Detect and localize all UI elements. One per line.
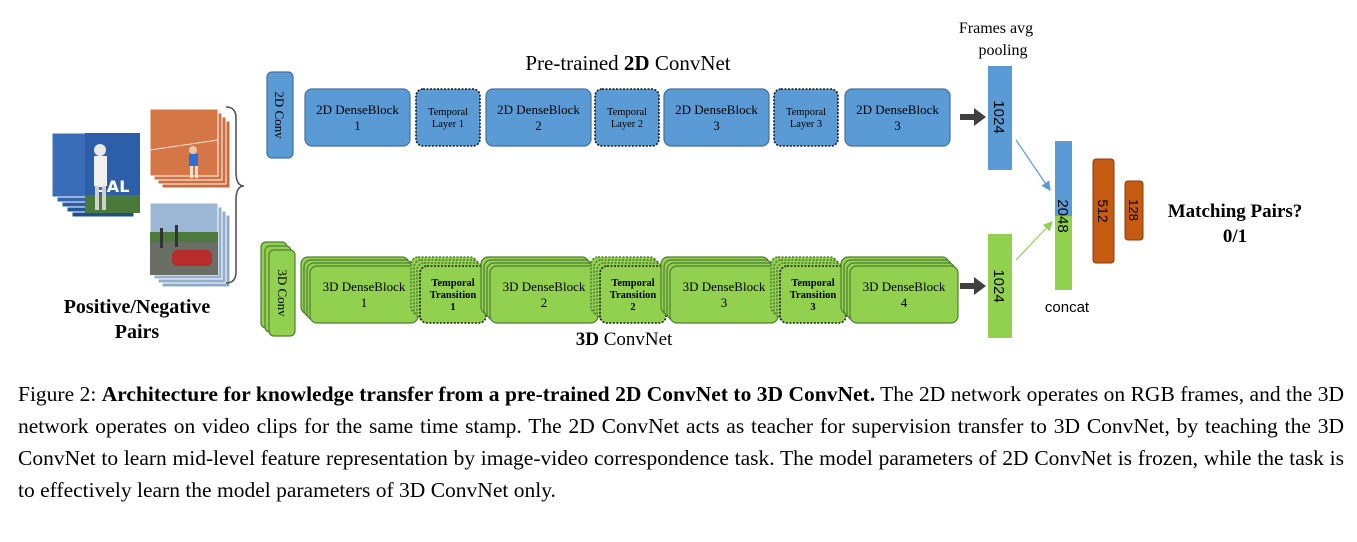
- row3d-block-4-label-1: Temporal: [611, 278, 654, 289]
- row2d-block-4-label-1: Temporal: [607, 107, 647, 118]
- row3d-block-1-label-1: 3D DenseBlock: [323, 279, 406, 294]
- row2d-block-1-label-1: 2D DenseBlock: [316, 102, 399, 117]
- concat-value: 2048: [1054, 199, 1071, 232]
- street-frames-stack: [149, 202, 231, 288]
- frames-avg-pooling-label-2: pooling: [979, 42, 1028, 59]
- arrow-pool2d-to-concat: [1015, 139, 1051, 191]
- row2d-block-4-label-2: Layer 2: [611, 119, 643, 130]
- row3d-block-6-label-2: Transition: [790, 290, 837, 301]
- row3d-block-4-label-3: 2: [630, 302, 635, 313]
- conv3d-layer: 3D Conv: [260, 241, 296, 337]
- row3d-block-3-label-2: 2: [541, 295, 548, 310]
- architecture-diagram: Pre-trained 2D ConvNet 3D ConvNet Frames…: [51, 20, 1303, 350]
- row3d-block-6-label-1: Temporal: [791, 278, 834, 289]
- pool-3d-label: 1024: [990, 269, 1007, 302]
- row3d-block-5-label-1: 3D DenseBlock: [683, 279, 766, 294]
- row3d-block-4-label-2: Transition: [610, 290, 657, 301]
- row3d-block-6-label-3: 3: [810, 302, 815, 313]
- arrow-pool3d-to-concat: [1015, 221, 1053, 261]
- row2d-block-5-label-1: 2D DenseBlock: [675, 102, 758, 117]
- row2d-block-2-label-2: Layer 1: [432, 119, 464, 130]
- title-3d-convnet: 3D ConvNet: [576, 329, 673, 350]
- input-label-line1: Positive/Negative: [64, 296, 211, 318]
- caption-bold-title: Architecture for knowledge transfer from…: [101, 382, 876, 406]
- row3d-block-3-label-1: 3D DenseBlock: [503, 279, 586, 294]
- frames-avg-pooling-label-1: Frames avg: [959, 20, 1033, 37]
- concat-label: concat: [1045, 299, 1090, 316]
- row2d-block-6-label-1: Temporal: [786, 107, 826, 118]
- row2d-block-5-label-2: 3: [713, 118, 720, 133]
- football-frames-stack: BAL: [51, 132, 140, 218]
- row2d-block-1-label-2: 1: [354, 118, 361, 133]
- row3d-block-2-label-2: Transition: [430, 290, 477, 301]
- conv2d-layer: 2D Conv: [266, 71, 294, 159]
- input-brace: [225, 106, 245, 284]
- row2d-block-2-label-1: Temporal: [428, 107, 468, 118]
- conv2d-label: 2D Conv: [272, 91, 287, 139]
- output-value: 0/1: [1223, 226, 1247, 247]
- row3d-block-2-label-1: Temporal: [431, 278, 474, 289]
- row3d-block-7-label-2: 4: [901, 295, 908, 310]
- concat-bar: 2048: [1054, 141, 1072, 290]
- fc-512-layer: 512: [1092, 158, 1115, 264]
- row2d-block-3-label-2: 2: [535, 118, 542, 133]
- fc-128-label: 128: [1126, 199, 1141, 221]
- row2d-block-6-label-2: Layer 3: [790, 119, 822, 130]
- fc-128-layer: 128: [1124, 180, 1144, 241]
- row2d-block-7-label-1: 2D DenseBlock: [856, 102, 939, 117]
- caption-body: The 2D network operates on RGB frames, a…: [18, 382, 1344, 502]
- row3d-block-1-label-2: 1: [361, 295, 368, 310]
- fc-512-label: 512: [1095, 199, 1111, 223]
- row2d-block-3-label-1: 2D DenseBlock: [497, 102, 580, 117]
- input-label-line2: Pairs: [115, 321, 160, 343]
- output-question: Matching Pairs?: [1168, 201, 1303, 222]
- conv3d-label: 3D Conv: [275, 269, 290, 317]
- row3d-block-5-label-2: 3: [721, 295, 728, 310]
- title-2d-convnet: Pre-trained 2D ConvNet: [525, 51, 730, 75]
- caption-prefix: Figure 2:: [18, 382, 102, 406]
- row2d-block-7-label-2: 3: [894, 118, 901, 133]
- figure-caption: Figure 2: Architecture for knowledge tra…: [18, 378, 1344, 506]
- row3d-block-2-label-3: 1: [450, 302, 455, 313]
- pool-3d-bar: 1024: [988, 234, 1012, 338]
- tennis-frames-stack: [149, 108, 231, 189]
- arrow-3d-to-pool: [960, 277, 986, 295]
- arrow-2d-to-pool: [960, 108, 986, 126]
- row3d-block-7-label-1: 3D DenseBlock: [863, 279, 946, 294]
- pool-2d-label: 1024: [990, 100, 1007, 133]
- pool-2d-bar: 1024: [988, 66, 1012, 170]
